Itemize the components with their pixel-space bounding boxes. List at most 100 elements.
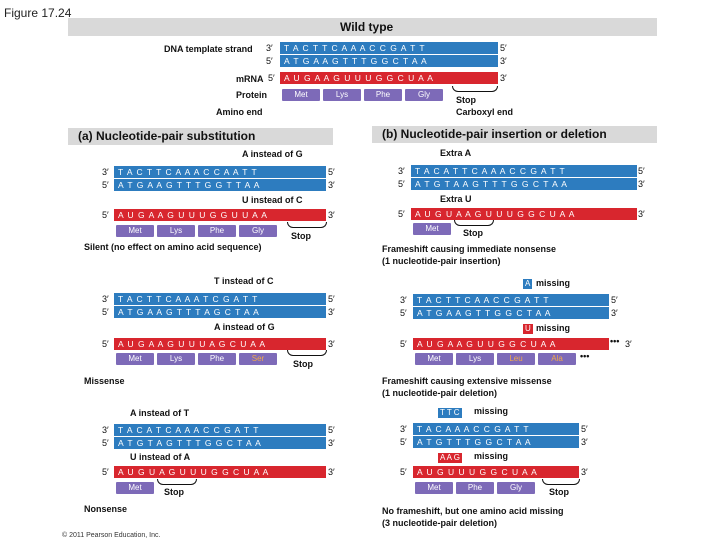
- protein-met: Met: [116, 225, 154, 237]
- protein-met: Met: [116, 353, 154, 365]
- end-label: 5′: [400, 467, 407, 477]
- extensive-caption-1: Frameshift causing extensive missense: [382, 376, 552, 386]
- stop-bracket: [454, 220, 494, 226]
- protein-ser: Ser: [239, 353, 277, 365]
- extensive-caption-2: (1 nucleotide-pair deletion): [382, 388, 498, 398]
- no-frameshift-caption-2: (3 nucleotide-pair deletion): [382, 518, 498, 528]
- extensive-coding-strand: A T G A A G T T G G C T A A: [413, 307, 609, 319]
- section-b-header: (b) Nucleotide-pair insertion or deletio…: [372, 126, 657, 143]
- wild-type-header: [68, 18, 657, 36]
- end-label: 3′: [328, 438, 335, 448]
- end-label: 3′: [400, 424, 407, 434]
- protein-met: Met: [116, 482, 154, 494]
- immediate-caption-2: (1 nucleotide-pair insertion): [382, 256, 501, 266]
- silent-caption: Silent (no effect on amino acid sequence…: [84, 242, 262, 252]
- no-frameshift-template-strand: T A C A A A C C G A T T: [413, 423, 579, 435]
- end-label: 5′: [102, 339, 109, 349]
- end-label: 5′: [328, 294, 335, 304]
- stop-bracket: [452, 86, 498, 92]
- stop-bracket: [287, 350, 327, 356]
- end-label: 3′: [611, 308, 618, 318]
- end-label: 3′: [398, 166, 405, 176]
- end-label: 3′: [328, 210, 335, 220]
- missense-caption: Missense: [84, 376, 125, 386]
- missing-base-box: U: [523, 324, 533, 334]
- end-label: 5′: [328, 425, 335, 435]
- no-frameshift-mrna-strand: A U G U U U G G C U A A: [413, 466, 579, 478]
- figure-label: Figure 17.24: [4, 6, 72, 20]
- protein-gly: Gly: [497, 482, 535, 494]
- end-label: 3′: [581, 437, 588, 447]
- stop-label: Stop: [164, 487, 184, 497]
- protein-met: Met: [415, 482, 453, 494]
- wild-type-title: Wild type: [340, 20, 394, 34]
- end-label: 5′: [266, 56, 273, 66]
- protein-label: Protein: [236, 90, 268, 100]
- end-label: 5′: [268, 73, 275, 83]
- end-label: 5′: [102, 210, 109, 220]
- missense-mrna-strand: A U G A A G U U U A G C U A A: [114, 338, 326, 350]
- stop-bracket: [287, 222, 327, 228]
- end-label: 3′: [102, 425, 109, 435]
- copyright: © 2011 Pearson Education, Inc.: [62, 532, 161, 539]
- end-label: 3′: [625, 339, 632, 349]
- end-label: 3′: [102, 167, 109, 177]
- end-label: 3′: [328, 307, 335, 317]
- section-a-header: (a) Nucleotide-pair substitution: [68, 128, 333, 145]
- template-label: DNA template strand: [164, 44, 253, 54]
- protein-phe: Phe: [198, 353, 236, 365]
- end-label: 3′: [581, 467, 588, 477]
- end-label: 5′: [102, 438, 109, 448]
- missense-note-top: T instead of C: [214, 276, 274, 286]
- stop-label: Stop: [291, 231, 311, 241]
- no-frameshift-coding-strand: A T G T T T G G C T A A: [413, 436, 579, 448]
- protein-gly: Gly: [239, 225, 277, 237]
- stop-label: Stop: [456, 95, 476, 105]
- end-label: 3′: [328, 467, 335, 477]
- end-label: 5′: [398, 209, 405, 219]
- end-label: 5′: [102, 467, 109, 477]
- missense-coding-strand: A T G A A G T T T A G C T A A: [114, 306, 326, 318]
- nonsense-note-mid: U instead of A: [130, 452, 191, 462]
- immediate-note-top: Extra A: [440, 148, 472, 158]
- protein-met: Met: [413, 223, 451, 235]
- wild-template-strand: T A C T T C A A A C C G A T T: [280, 42, 498, 54]
- end-label: 5′: [102, 307, 109, 317]
- silent-note-top: A instead of G: [242, 149, 303, 159]
- wild-coding-strand: A T G A A G T T T G G C T A A: [280, 55, 498, 67]
- end-label: 5′: [400, 339, 407, 349]
- silent-note-mid: U instead of C: [242, 195, 303, 205]
- protein-lys: Lys: [157, 353, 195, 365]
- wild-mrna-strand: A U G A A G U U U G G C U A A: [280, 72, 498, 84]
- protein-lys: Lys: [456, 353, 494, 365]
- missing-label: missing: [536, 323, 571, 333]
- stop-label: Stop: [293, 359, 313, 369]
- missing-base-box: A: [523, 279, 533, 289]
- missense-note-mid: A instead of G: [214, 322, 275, 332]
- missing-label: missing: [536, 278, 571, 288]
- protein-ala: Ala: [538, 353, 576, 365]
- protein-leu: Leu: [497, 353, 535, 365]
- end-label: 3′: [500, 73, 507, 83]
- mrna-label: mRNA: [236, 74, 264, 84]
- immediate-caption-1: Frameshift causing immediate nonsense: [382, 244, 557, 254]
- protein-met: Met: [415, 353, 453, 365]
- missing-codon-box: A A G: [438, 453, 463, 463]
- stop-label: Stop: [463, 228, 483, 238]
- ellipsis: •••: [580, 351, 590, 361]
- end-label: 3′: [638, 209, 645, 219]
- protein-phe: Phe: [456, 482, 494, 494]
- end-label: 5′: [400, 308, 407, 318]
- end-label: 3′: [328, 339, 335, 349]
- end-label: 5′: [398, 179, 405, 189]
- end-label: 5′: [581, 424, 588, 434]
- end-label: 3′: [400, 295, 407, 305]
- stop-bracket: [157, 479, 197, 485]
- end-label: 3′: [102, 294, 109, 304]
- missing-codon-box: T T C: [438, 408, 462, 418]
- end-label: 3′: [638, 179, 645, 189]
- nonsense-note-top: A instead of T: [130, 408, 190, 418]
- end-label: 5′: [638, 166, 645, 176]
- amino-end-label: Amino end: [216, 107, 263, 117]
- protein-met: Met: [282, 89, 320, 101]
